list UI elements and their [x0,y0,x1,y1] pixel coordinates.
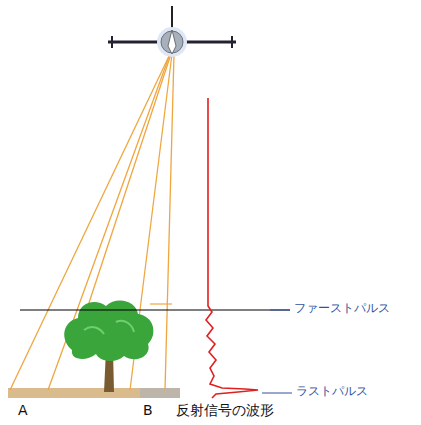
point-label: B [143,402,153,418]
leader-line [270,310,290,311]
caption-label: 反射信号の波形 [176,402,274,418]
pulse-label: ファーストパルス [294,302,390,316]
pulse-label: ラストパルス [296,385,368,399]
aircraft [108,6,236,57]
canopy-highlight [84,321,134,334]
first-pulse-line [20,310,290,311]
laser-beams [10,54,174,390]
ground-shadow [140,388,180,398]
reflection-waveform [206,98,258,398]
point-label: A [18,402,28,418]
leader-line [262,393,292,394]
beam-tick [150,303,172,304]
